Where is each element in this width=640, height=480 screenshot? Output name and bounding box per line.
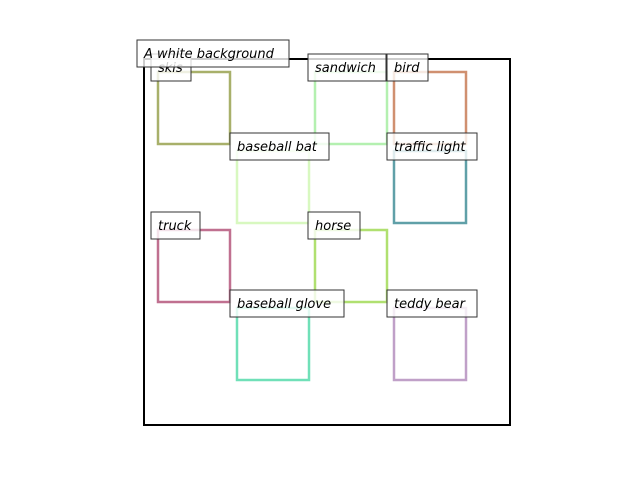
teddy-bear-label-box [386,289,478,318]
sandwich-label-text: sandwich [315,61,376,76]
truck-label: truck [150,211,201,240]
baseball-bat-label-box [229,132,330,161]
teddy-bear-label: teddy bear [386,289,478,318]
traffic-light-label-text: traffic light [394,140,466,155]
truck-box [156,228,232,304]
baseball-glove-box [235,306,311,382]
horse-label-box [307,211,361,240]
baseball-bat-label-text: baseball bat [237,140,318,155]
truck-label-text: truck [158,219,192,234]
horse-label-text: horse [315,219,351,234]
bird-label-text: bird [394,61,420,76]
teddy-bear-label-text: teddy bear [394,297,467,312]
caption-label-box [136,39,290,68]
baseball-bat-box [235,149,311,225]
baseball-bat-label: baseball bat [229,132,330,161]
baseball-glove-label: baseball glove [229,289,345,318]
caption-label: A white background [136,39,290,68]
bird-label-box [386,53,429,82]
traffic-light-box [392,149,468,225]
baseball-glove-label-box [229,289,345,318]
canvas-frame [143,58,511,426]
baseball-glove-label-text: baseball glove [237,297,331,312]
caption-text: A white background [143,47,275,62]
traffic-light-label: traffic light [386,132,478,161]
skis-box [156,70,232,146]
horse-label: horse [307,211,361,240]
sandwich-label: sandwich [307,53,387,82]
teddy-bear-box [392,306,468,382]
bird-label: bird [386,53,429,82]
traffic-light-label-box [386,132,478,161]
truck-label-box [150,211,201,240]
sandwich-label-box [307,53,387,82]
